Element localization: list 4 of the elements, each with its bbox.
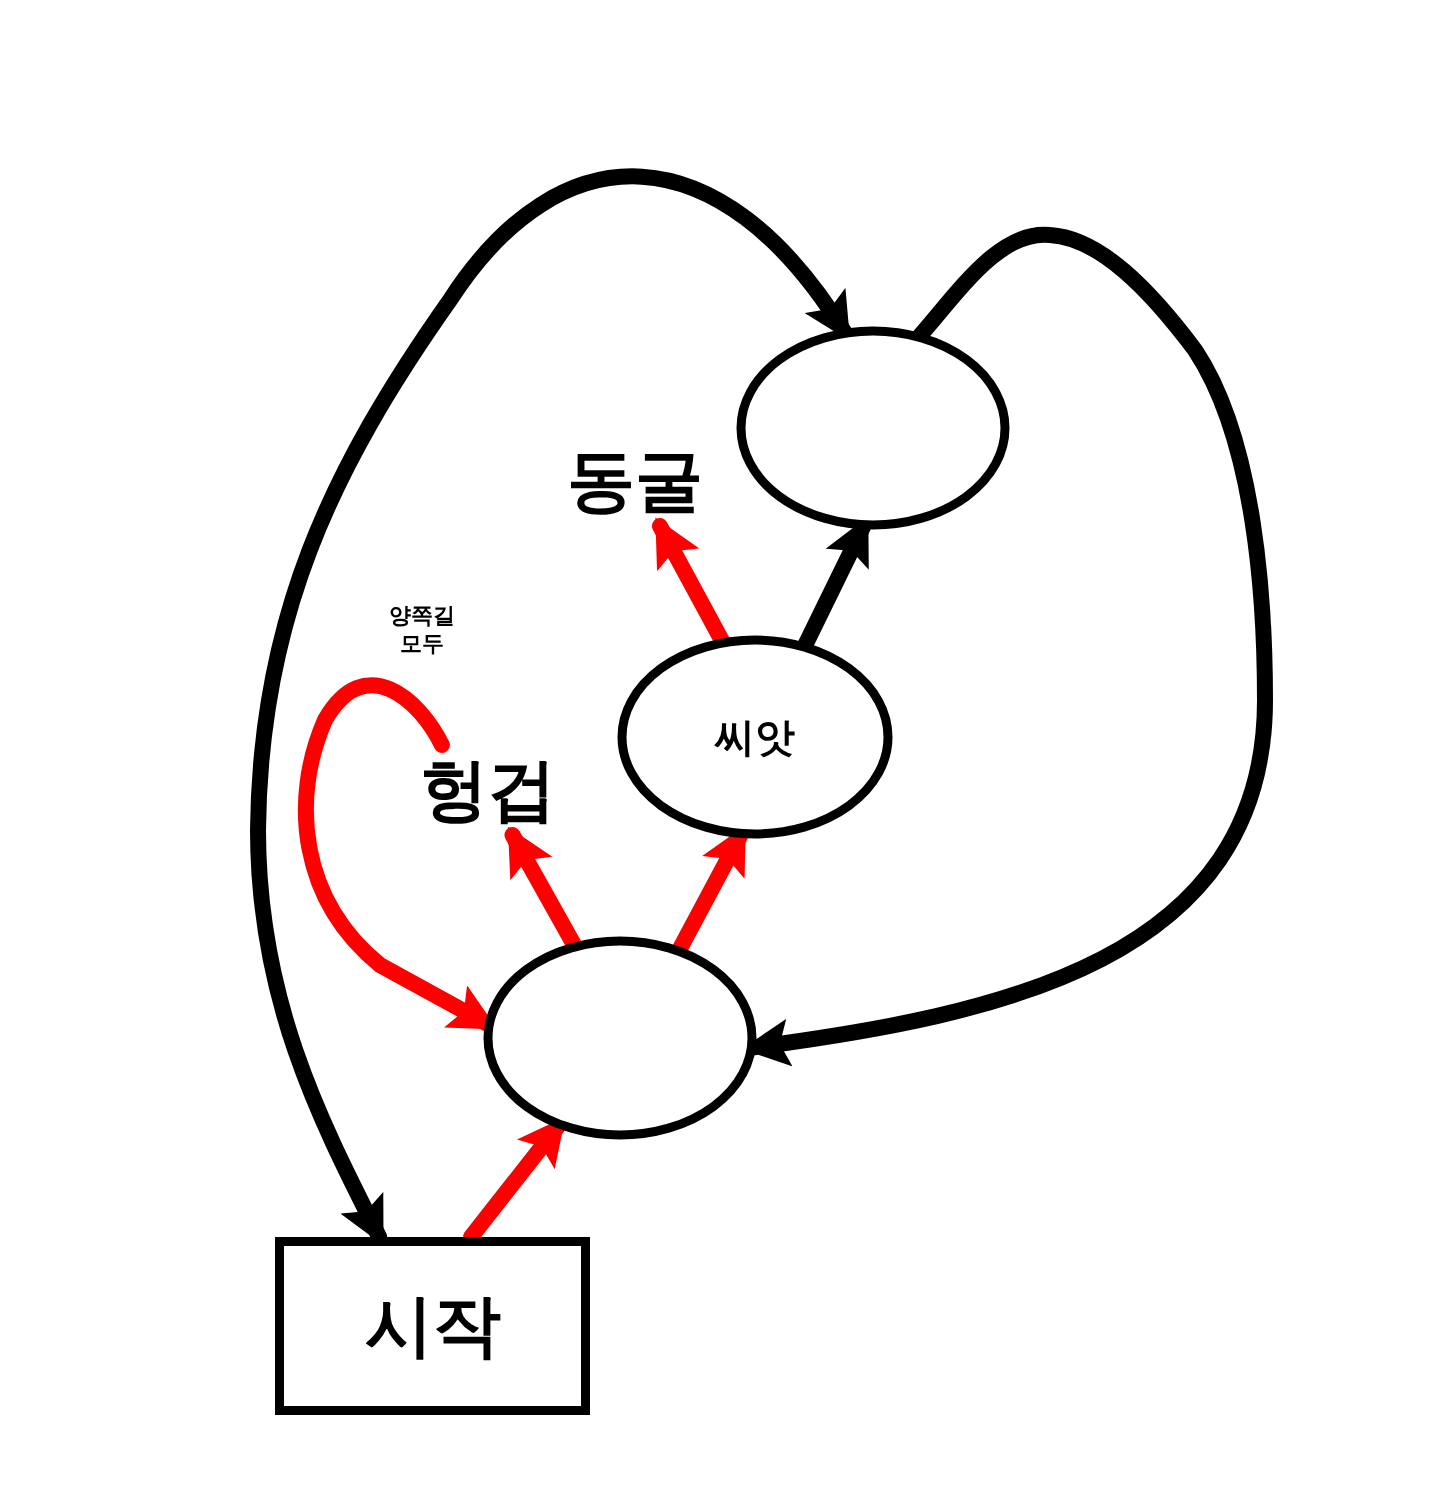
node-label: 헝겁 — [425, 745, 550, 835]
oval-label: 씨앗 — [715, 712, 795, 762]
node-label: 동굴 — [570, 436, 700, 526]
start-box: 시작 — [275, 1237, 590, 1415]
